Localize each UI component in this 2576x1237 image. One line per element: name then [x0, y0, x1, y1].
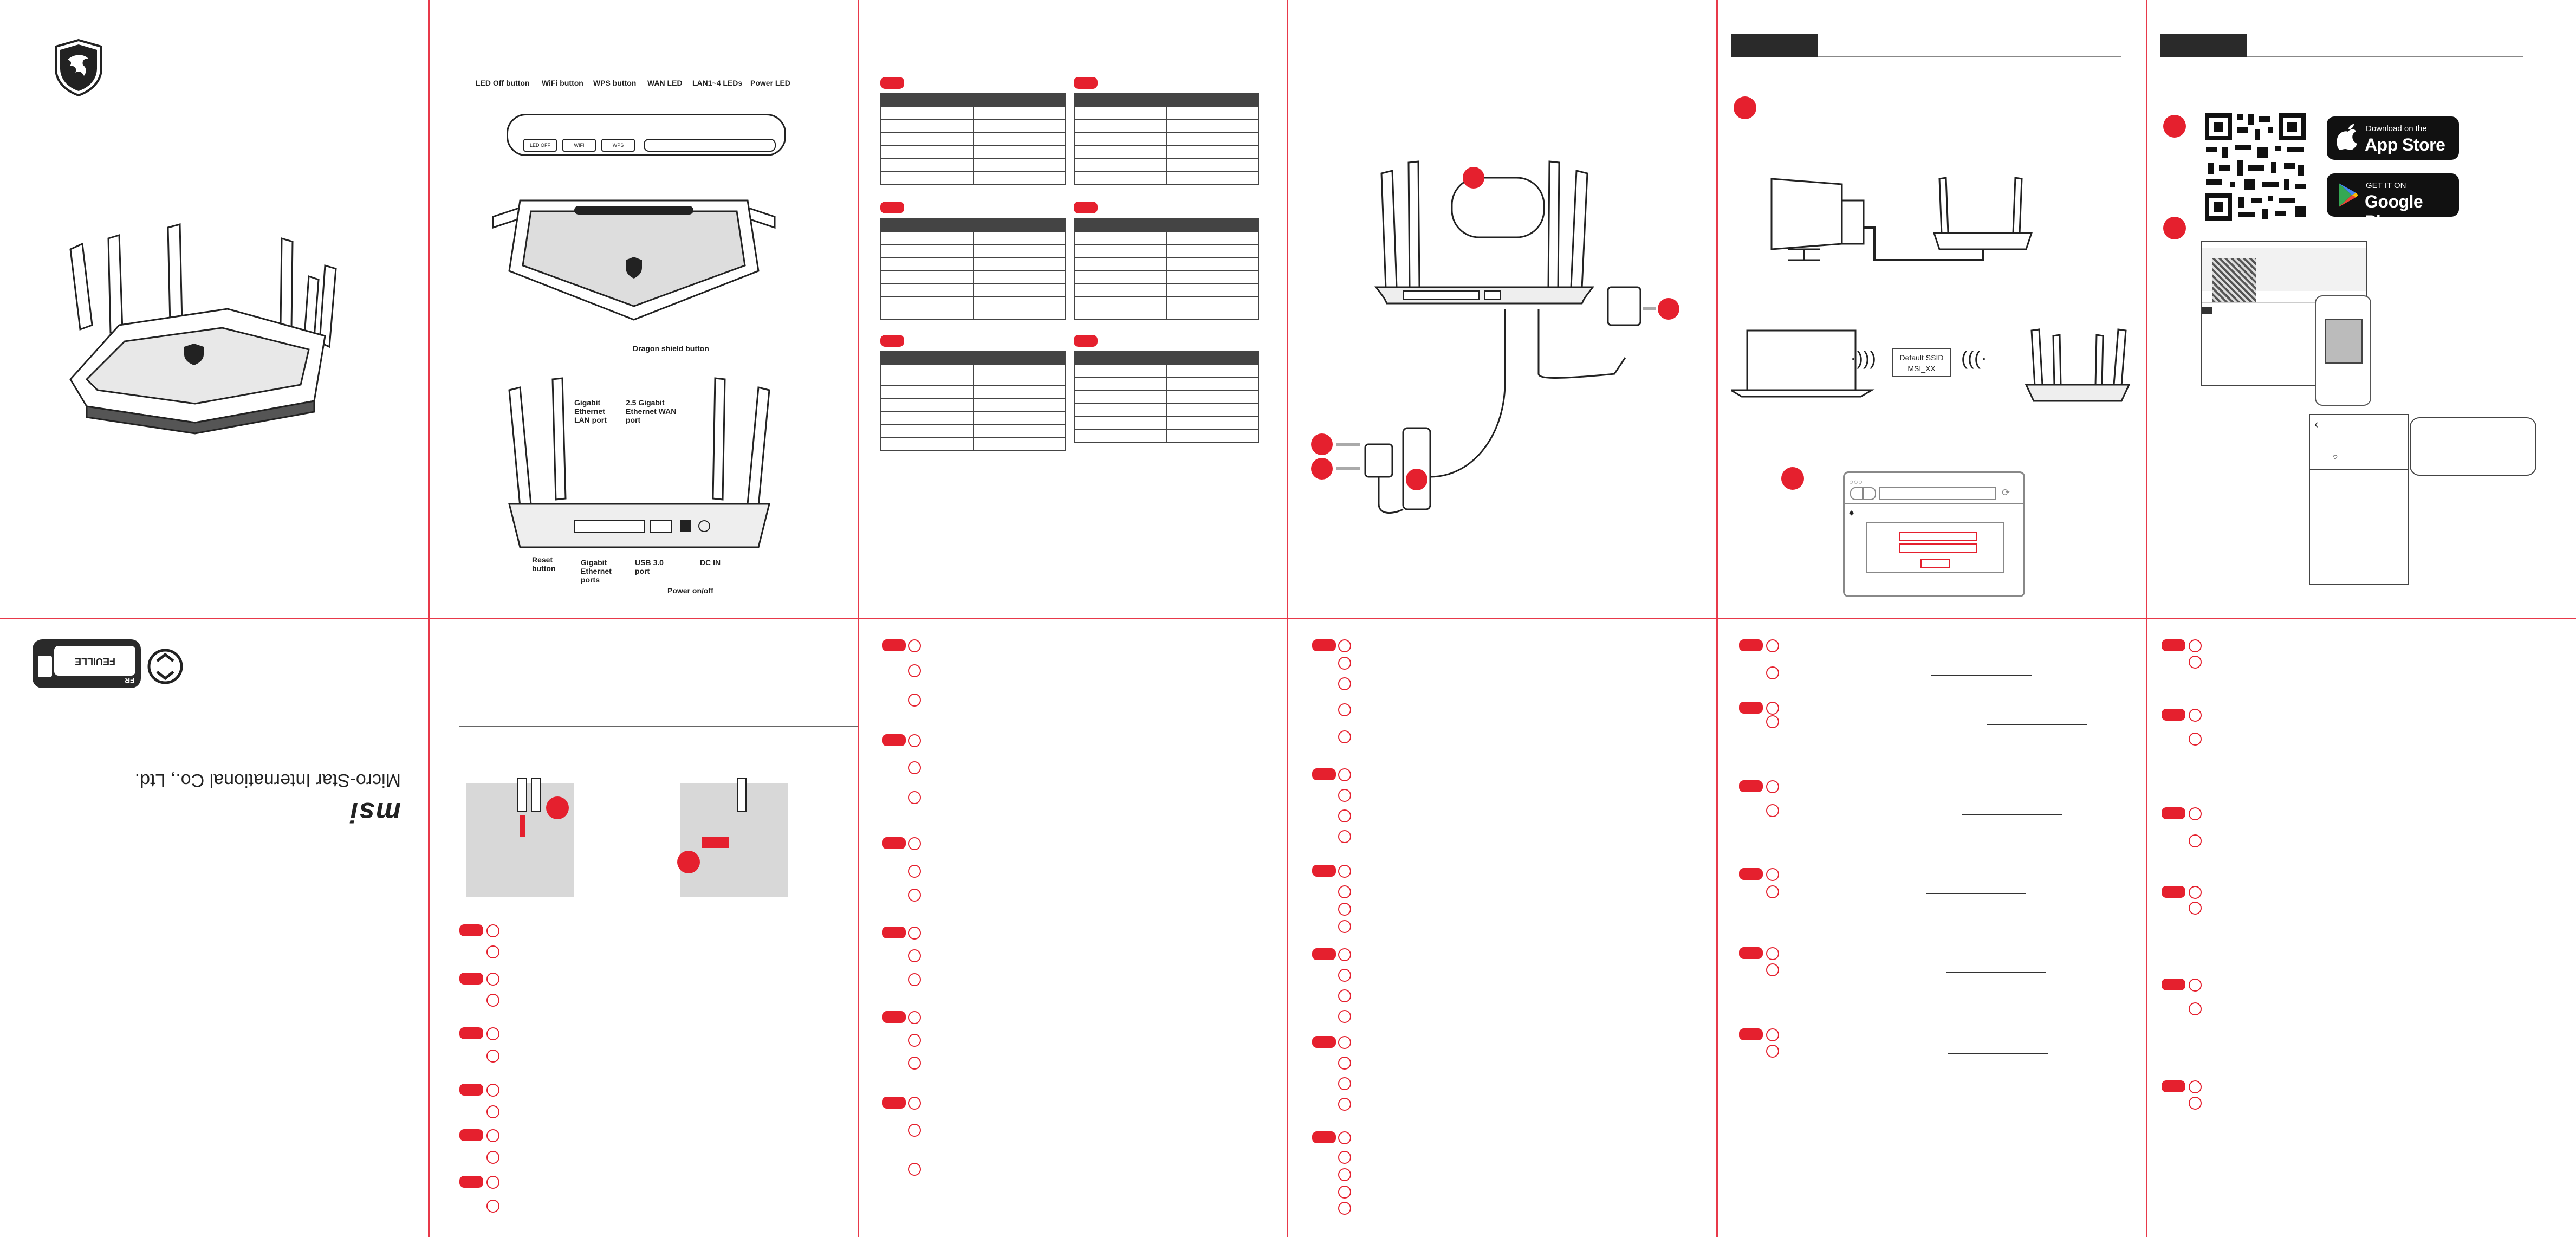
label-wps-button: WPS button: [593, 79, 637, 87]
label-power-led: Power LED: [750, 79, 790, 87]
label-reset-button: Reset button: [532, 555, 556, 573]
speech-bubble: [2410, 417, 2536, 476]
step-marker: [2163, 217, 2186, 239]
led-indicator-bar: [644, 139, 776, 152]
ssid-box-line2: MSI_XX: [1907, 364, 1936, 373]
step-marker: [546, 796, 569, 819]
back-arrow-icon: ‹: [2314, 417, 2319, 431]
step-marker: [1734, 96, 1756, 119]
apple-icon: [2337, 124, 2357, 150]
label-wan-port: 2.5 Gigabit Ethernet WAN port: [626, 398, 677, 424]
refresh-icon: ⟳: [2002, 487, 2010, 498]
wifi-waves-icon: (((·: [1961, 347, 1987, 369]
label-wan-led: WAN LED: [647, 79, 683, 87]
qr-code-icon: [2203, 111, 2308, 223]
spec-table: [1074, 351, 1259, 443]
connection-diagram: [1311, 160, 1679, 514]
label-usb-port: USB 3.0 port: [635, 558, 664, 575]
spec-table: [880, 351, 1066, 451]
section-header-bar: [1731, 34, 1818, 57]
ssid-box-line1: Default SSID: [1899, 353, 1944, 362]
label-dragon-shield-button: Dragon shield button: [633, 344, 709, 353]
led-off-button: LED OFF: [523, 139, 557, 152]
spec-table: [1074, 93, 1259, 185]
step-marker: [1781, 467, 1804, 490]
company-name: Micro-Star International Co., Ltd.: [134, 770, 401, 791]
language-label: FEUILLE: [75, 656, 115, 667]
section-header-bar: [2160, 34, 2247, 57]
recycle-icon: [147, 649, 183, 684]
phone-illustration: [2315, 295, 2371, 406]
label-dc-in: DC IN: [700, 558, 721, 567]
upside-down-brand-block: msi Micro-Star International Co., Ltd.: [65, 769, 401, 828]
msi-shield-small-icon: ◆: [1849, 509, 1854, 516]
msi-dragon-shield-logo-icon: [55, 38, 102, 97]
section-rule: [459, 726, 858, 727]
google-play-big-text: Google Play: [2365, 192, 2423, 231]
router-small-illustration: [2025, 328, 2131, 402]
label-gigabit-lan-port: Gigabit Ethernet LAN port: [574, 398, 607, 424]
msi-wordmark: msi: [349, 796, 401, 828]
label-power-onoff: Power on/off: [667, 586, 713, 595]
google-play-icon: [2339, 183, 2358, 207]
front-button-strip: LED OFF WIFI WPS: [507, 114, 786, 156]
browser-window-illustration: ○○○ ⟳ ◆: [1843, 471, 2025, 597]
spec-table: [1074, 218, 1259, 320]
section-rule: [2247, 56, 2523, 57]
language-code: FR: [125, 676, 135, 685]
label-wifi-button: WiFi button: [542, 79, 583, 87]
step-marker: [2163, 115, 2186, 138]
router-front-view: [492, 199, 776, 321]
router-illustration: [69, 223, 337, 435]
wifi-icon: ⌔: [2332, 453, 2339, 462]
plug-illustration-2: [680, 778, 788, 897]
google-play-small-text: GET IT ON: [2366, 181, 2406, 190]
wired-setup-illustration: [1770, 177, 2033, 261]
wifi-waves-icon: ·))): [1850, 347, 1876, 369]
label-gigabit-ports: Gigabit Ethernet ports: [581, 558, 612, 584]
language-badge: FEUILLE FR: [33, 639, 141, 694]
app-store-small-text: Download on the: [2366, 124, 2427, 133]
label-led-off-button: LED Off button: [476, 79, 530, 87]
browser-toolbar: ⟳: [1850, 487, 2013, 500]
default-ssid-box: Default SSID MSI_XX: [1892, 348, 1951, 377]
step-marker: [677, 851, 700, 873]
wifi-button: WIFI: [562, 139, 596, 152]
phone-screen-illustration: ‹ ⌔: [2309, 414, 2409, 585]
laptop-illustration: [1731, 329, 1875, 398]
app-store-big-text: App Store: [2365, 135, 2445, 154]
spec-table: [880, 93, 1066, 185]
fold-line: [0, 618, 2576, 619]
window-dots-icon: ○○○: [1849, 477, 1863, 486]
spec-table: [880, 218, 1066, 320]
app-store-button[interactable]: Download on the App Store: [2327, 116, 2459, 160]
google-play-button[interactable]: GET IT ON Google Play: [2327, 173, 2459, 231]
label-lan-leds: LAN1~4 LEDs: [692, 79, 743, 87]
router-back-view: [508, 377, 770, 548]
section-rule: [1818, 56, 2121, 57]
wps-button: WPS: [601, 139, 635, 152]
